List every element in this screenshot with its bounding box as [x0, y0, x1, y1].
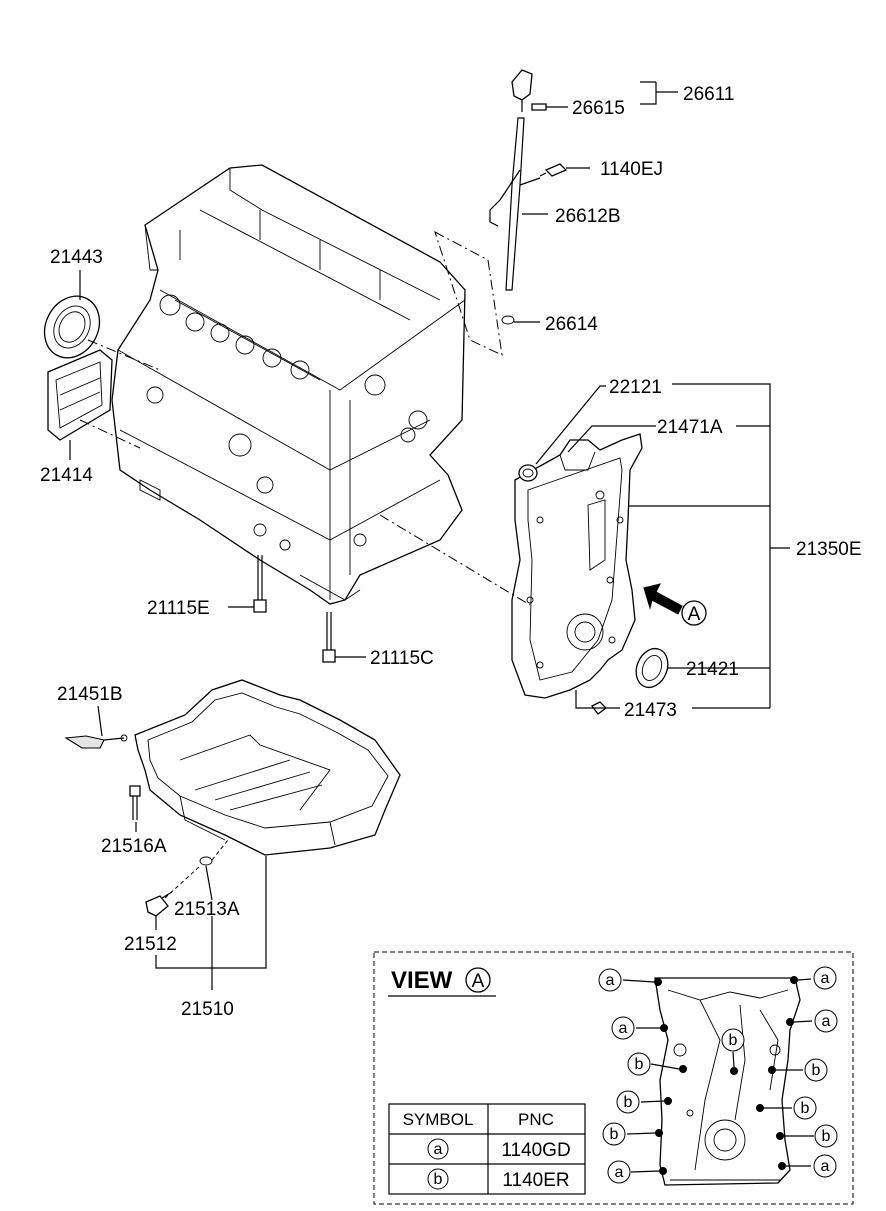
callout-b: b — [729, 1032, 738, 1049]
oil-dipstick — [489, 69, 547, 325]
label-21414: 21414 — [40, 465, 93, 486]
callout-a: a — [606, 972, 615, 989]
label-22121: 22121 — [609, 377, 662, 398]
label-1140ej: 1140EJ — [600, 159, 663, 180]
callout-b: b — [812, 1062, 821, 1079]
label-21512: 21512 — [124, 934, 177, 955]
label-21443: 21443 — [50, 247, 103, 268]
label-21513a: 21513A — [174, 899, 240, 920]
label-21421: 21421 — [686, 659, 739, 680]
label-21471a: 21471A — [657, 417, 723, 438]
table-row-pnc: 1140GD — [501, 1140, 570, 1161]
label-21115e: 21115E — [147, 598, 210, 619]
callout-b: b — [801, 1100, 810, 1117]
callout-b: b — [624, 1094, 633, 1111]
oil-pan-bolt — [129, 785, 141, 820]
drain-plug-gasket — [199, 856, 213, 866]
callout-a: a — [615, 1164, 624, 1181]
leader-lines — [69, 81, 790, 990]
view-a-callouts: a a a a b b b b b b b a a — [598, 966, 838, 1184]
seal-carrier-plate — [47, 349, 113, 441]
symbol-table: SYMBOL PNC a 1140GD b 1140ER — [388, 1103, 586, 1195]
view-a-bolt-markers — [654, 976, 798, 1175]
timing-chain-cover — [511, 433, 643, 699]
callout-a: a — [821, 1158, 830, 1175]
callout-a: a — [821, 970, 830, 987]
callout-b: b — [635, 1056, 644, 1073]
label-26611: 26611 — [683, 84, 734, 105]
rear-oil-seal — [43, 295, 101, 359]
view-a-cover-drawing — [654, 977, 801, 1186]
dipstick-bolt — [539, 163, 568, 177]
block-bolt-21115c — [322, 612, 336, 663]
table-header-symbol: SYMBOL — [403, 1110, 474, 1129]
block-bolt-21115e — [253, 555, 267, 613]
cover-seal-small — [518, 464, 538, 482]
table-header-pnc: PNC — [518, 1110, 554, 1129]
view-a-marker-letter: A — [688, 604, 701, 625]
oil-pan — [134, 679, 401, 856]
engine-block — [111, 164, 466, 605]
view-a-circle — [681, 600, 707, 626]
view-a-title: VIEW — [391, 967, 453, 994]
label-21451b: 21451B — [57, 684, 123, 705]
table-row-symbol: a — [434, 1141, 443, 1158]
front-oil-seal — [635, 647, 669, 689]
label-26614: 26614 — [545, 314, 598, 335]
table-row-symbol: b — [434, 1171, 443, 1188]
label-21473: 21473 — [624, 700, 677, 721]
table-row-pnc: 1140ER — [502, 1170, 569, 1191]
label-21516a: 21516A — [101, 836, 167, 857]
callout-b: b — [610, 1126, 619, 1143]
view-a-arrow — [643, 583, 683, 615]
view-a-title-letter: A — [472, 971, 485, 992]
label-21350e: 21350E — [796, 539, 862, 560]
label-26612b: 26612B — [555, 206, 621, 227]
oil-level-sensor — [64, 734, 128, 749]
label-26615: 26615 — [572, 98, 625, 119]
label-21115c: 21115C — [370, 648, 434, 669]
callout-a: a — [619, 1020, 628, 1037]
view-a-detail-panel: VIEW A SYMBOL PNC a 1140GD b 1140ER — [373, 951, 854, 1205]
label-21510: 21510 — [181, 999, 234, 1020]
callout-a: a — [822, 1013, 831, 1030]
callout-b: b — [822, 1128, 831, 1145]
